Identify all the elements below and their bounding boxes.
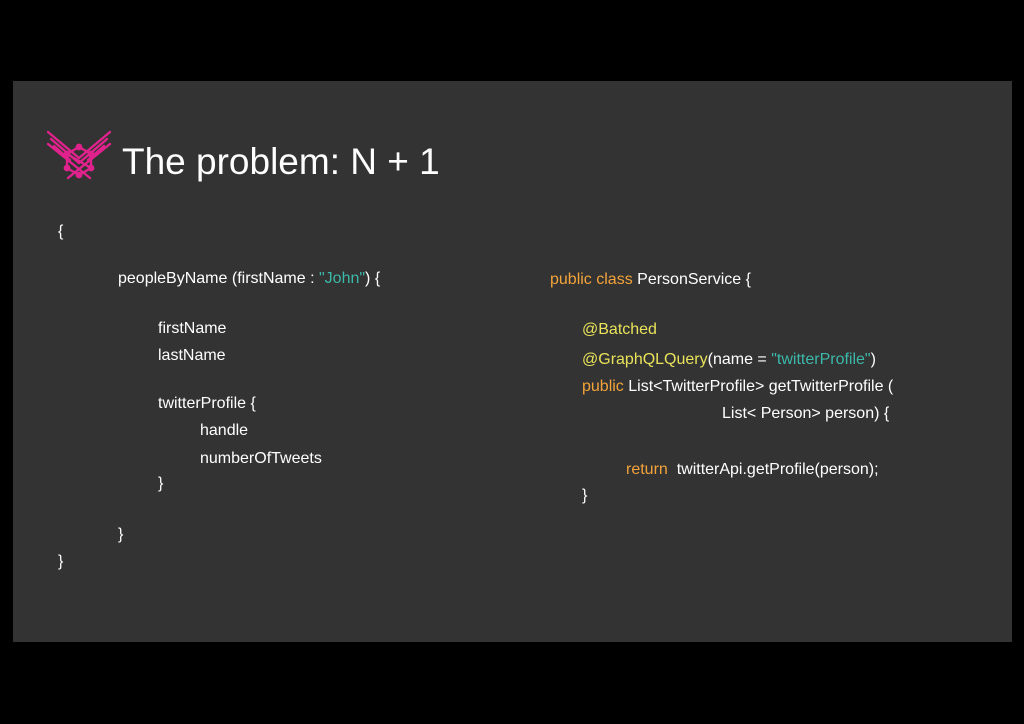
query-field-handle: handle [200, 422, 249, 439]
java-class-keywords: public class [550, 271, 633, 288]
java-annotation-graphqlquery: @GraphQLQuery(name = "twitterProfile") [582, 350, 876, 370]
query-root-field: peopleByName (firstName : "John") { [118, 269, 380, 289]
java-class-name: PersonService { [632, 271, 751, 288]
java-method-close-brace: } [582, 487, 588, 504]
query-args-close: ) { [365, 270, 381, 287]
query-field-name: peopleByName [118, 270, 228, 287]
query-field-firstname: firstName [158, 320, 227, 337]
slide-background [13, 81, 1012, 642]
java-return-expression: twitterApi.getProfile(person); [667, 461, 879, 478]
query-arg-value: "John" [318, 270, 366, 287]
query-field-close-brace: } [118, 526, 124, 543]
java-method-signature-text: List<TwitterProfile> getTwitterProfile ( [623, 378, 894, 395]
java-annotation-graphql-name: @GraphQLQuery [582, 351, 708, 368]
java-annotation-batched: @Batched [582, 321, 657, 338]
java-method-params: List< Person> person) { [722, 405, 890, 422]
graphql-logo-icon [46, 130, 112, 180]
java-return-keyword: return [626, 461, 668, 478]
query-close-brace: } [58, 553, 64, 570]
slide-title: The problem: N + 1 [122, 141, 440, 182]
query-args-open: (firstName : [231, 270, 319, 287]
query-field-lastname: lastName [158, 347, 226, 364]
java-method-signature: public List<TwitterProfile> getTwitterPr… [582, 377, 893, 397]
query-nested-close-brace: } [158, 475, 164, 492]
query-field-numberoftweets: numberOfTweets [200, 450, 322, 467]
java-class-declaration: public class PersonService { [550, 270, 751, 290]
query-open-brace: { [58, 223, 64, 240]
java-method-keyword: public [582, 378, 624, 395]
java-annotation-args-close: ) [870, 351, 876, 368]
java-annotation-args-open: (name = [707, 351, 772, 368]
java-return-statement: return twitterApi.getProfile(person); [626, 460, 879, 480]
java-annotation-value: "twitterProfile" [771, 351, 871, 368]
query-field-twitterprofile: twitterProfile { [158, 395, 256, 412]
